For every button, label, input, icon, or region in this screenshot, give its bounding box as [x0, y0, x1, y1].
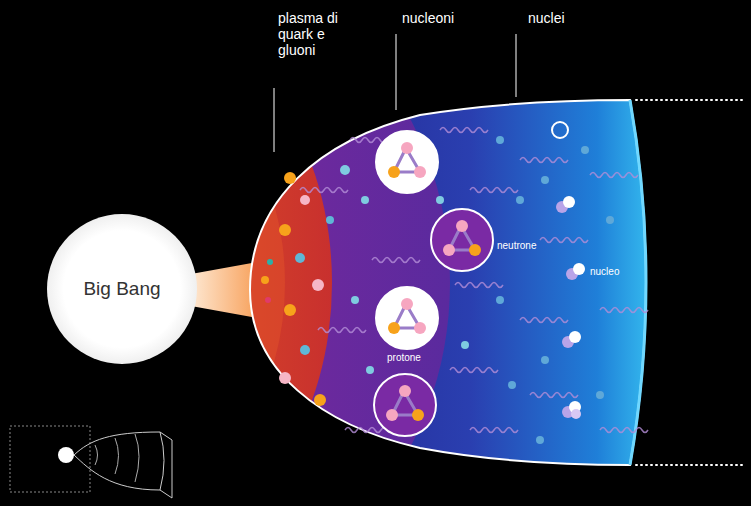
- particle-dot: [261, 276, 269, 284]
- photon-wave: [470, 428, 518, 433]
- particle-dot: [265, 297, 271, 303]
- photon-wave: [590, 173, 638, 178]
- stage-label: nuclei: [528, 10, 565, 26]
- particle-dot: [496, 136, 504, 144]
- photon-wave: [455, 283, 503, 288]
- quark: [414, 322, 426, 334]
- particle-dot: [581, 146, 589, 154]
- big-bang-circle: Big Bang: [47, 214, 197, 364]
- proton-figure: [376, 131, 438, 193]
- photon-wave: [318, 328, 366, 333]
- particle-dot: [361, 196, 369, 204]
- photon-wave: [440, 128, 488, 133]
- quark: [401, 298, 413, 310]
- photon-wave: [600, 308, 648, 313]
- quark: [399, 385, 411, 397]
- particle-dot: [508, 381, 516, 389]
- photon-wave: [450, 368, 498, 373]
- particle-dot: [284, 304, 296, 316]
- quark: [388, 166, 400, 178]
- nucleus-figure: [569, 331, 581, 343]
- quark: [412, 409, 424, 421]
- particle-dot: [536, 436, 544, 444]
- particle-label: neutrone: [497, 240, 536, 252]
- photon-wave: [600, 428, 648, 433]
- quark: [456, 220, 468, 232]
- photon-wave: [372, 258, 420, 263]
- quark: [414, 166, 426, 178]
- neutron-figure: [374, 374, 436, 436]
- quark: [469, 244, 481, 256]
- nucleus-figure: [552, 122, 568, 138]
- particle-dot: [279, 224, 291, 236]
- particle-dot: [267, 259, 273, 265]
- particle-dot: [295, 253, 305, 263]
- proton-figure: [376, 287, 438, 349]
- photon-wave: [470, 188, 518, 193]
- particle-dot: [284, 172, 296, 184]
- nucleus-figure: [573, 263, 585, 275]
- nucleus-figure: [563, 196, 575, 208]
- particle-dot: [541, 176, 549, 184]
- quark: [443, 244, 455, 256]
- photon-wave: [520, 318, 568, 323]
- particle-dot: [300, 345, 310, 355]
- particle-dot: [326, 216, 334, 224]
- quark: [401, 142, 413, 154]
- photon-wave: [520, 158, 568, 163]
- photon-wave: [530, 393, 578, 398]
- particle-label: nucleo: [590, 266, 619, 278]
- particle-dot: [596, 391, 604, 399]
- particle-dot: [461, 341, 469, 349]
- neutron-figure: [431, 209, 493, 271]
- particle-dot: [541, 356, 549, 364]
- photon-wave: [540, 238, 588, 243]
- quark: [386, 409, 398, 421]
- particle-dot: [606, 216, 614, 224]
- particle-dot: [351, 296, 359, 304]
- node-title: Big Bang: [83, 278, 160, 300]
- particle-dot: [340, 165, 350, 175]
- particle-dot: [300, 195, 310, 205]
- particle-label: protone: [387, 352, 421, 364]
- particle-dot: [312, 279, 324, 291]
- nucleus-figure: [571, 409, 581, 419]
- quark: [388, 322, 400, 334]
- stage-label: plasma di quark e gluoni: [278, 10, 338, 58]
- stage-label: nucleoni: [402, 10, 454, 26]
- particle-dot: [279, 372, 291, 384]
- particle-dot: [436, 196, 444, 204]
- particle-dot: [314, 394, 326, 406]
- particle-dot: [496, 296, 504, 304]
- photon-wave: [300, 188, 348, 193]
- particle-dot: [516, 196, 524, 204]
- particle-dot: [366, 366, 374, 374]
